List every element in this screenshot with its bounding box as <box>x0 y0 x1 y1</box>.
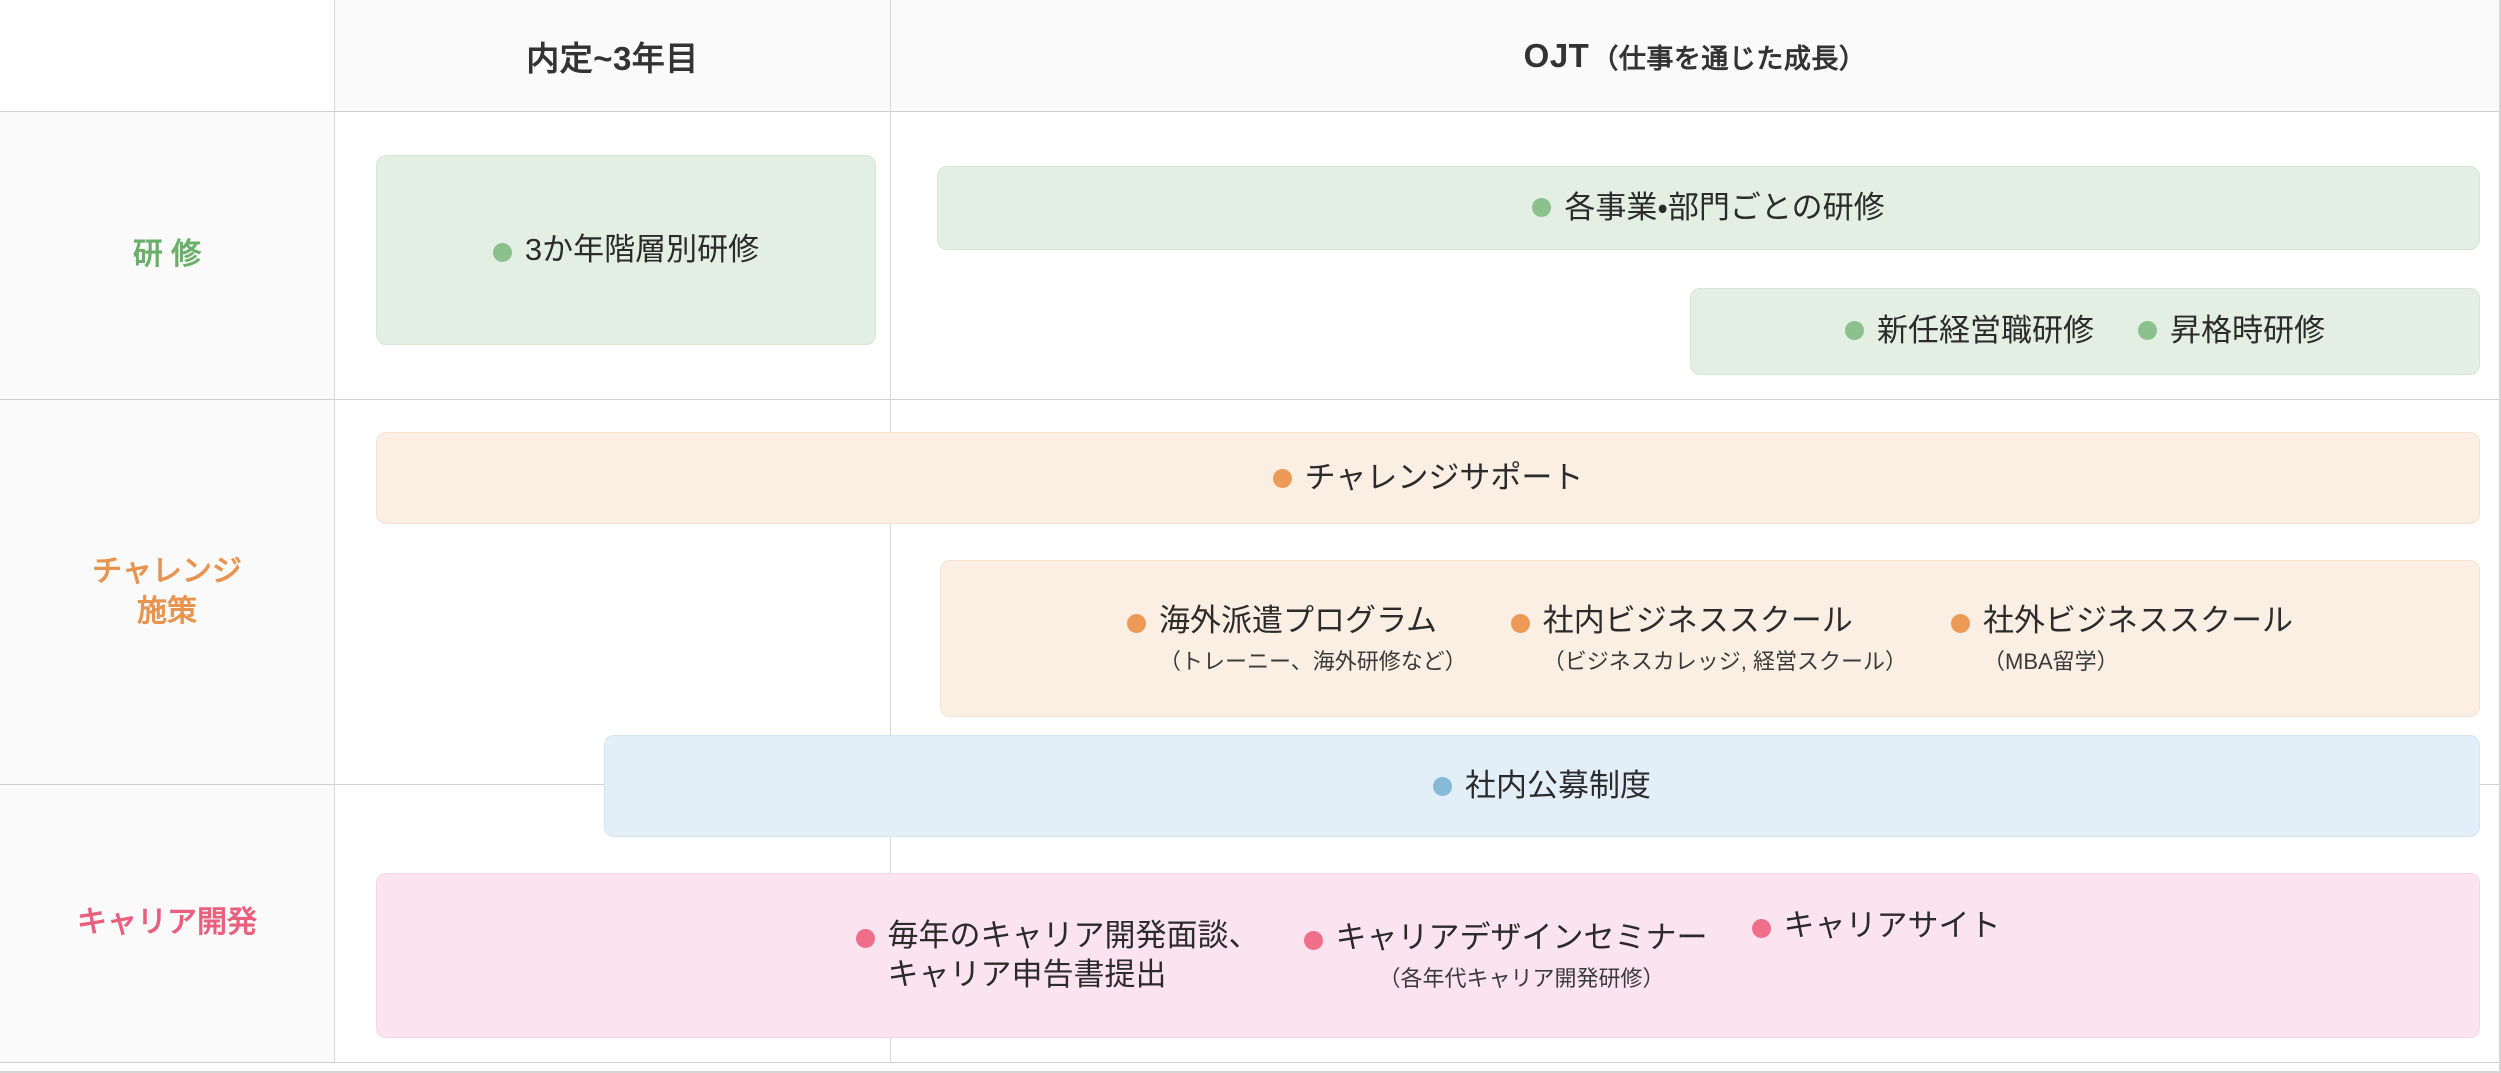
item-title: 社内公募制度 <box>1465 767 1651 803</box>
bullet-dot-icon <box>1532 197 1552 217</box>
header-column-phase: 内定~3年目 <box>335 0 890 112</box>
item-division-training: 各事業・部門ごとの研修 <box>1532 189 1885 228</box>
grid-border-right <box>2499 0 2501 1073</box>
item-internal-job-posting: 社内公募制度 <box>1433 767 1651 806</box>
grid-border-bottom <box>0 1071 2501 1073</box>
box-3year-tiered-training[interactable]: 3か年階層別研修 <box>376 155 876 345</box>
box-division-training[interactable]: 各事業・部門ごとの研修 <box>937 166 2480 250</box>
item-title: 社外ビジネススクール <box>1983 602 2293 638</box>
bullet-dot-icon <box>855 928 875 948</box>
bullet-dot-icon <box>1751 919 1771 938</box>
item-title: 3か年階層別研修 <box>524 231 760 267</box>
box-career-development-group[interactable]: 毎年のキャリア開発面談、 キャリア申告書提出 キャリアデザインセミナー （各年代… <box>376 873 2480 1038</box>
bullet-dot-icon <box>1433 776 1452 796</box>
item-subtitle: （トレーニー、海外研修など） <box>1158 648 1467 674</box>
item-title: 各事業・部門ごとの研修 <box>1564 189 1885 225</box>
item-subtitle: （各年代キャリア開発研修） <box>1378 965 1665 991</box>
item-new-executive-training: 新任経営職研修 <box>1845 312 2094 351</box>
bullet-dot-icon <box>1510 613 1530 633</box>
header-column-phase-label: 内定~3年目 <box>526 40 699 77</box>
row-label-career: キャリア開発 <box>0 785 334 1062</box>
row-label-challenge-text: チャレンジ 施策 <box>92 554 242 629</box>
box-executive-training-group[interactable]: 新任経営職研修 昇格時研修 <box>1690 288 2480 375</box>
header-column-ojt-sublabel: （仕事を通じた成長） <box>1591 43 1867 74</box>
bullet-dot-icon <box>1126 613 1146 633</box>
box-internal-job-posting[interactable]: 社内公募制度 <box>604 735 2480 837</box>
header-column-ojt-label: OJT <box>1523 37 1590 74</box>
item-subtitle: （MBA留学） <box>1983 648 2119 674</box>
item-title: 新任経営職研修 <box>1877 313 2094 349</box>
item-title: キャリアサイト <box>1783 908 2001 943</box>
bullet-dot-icon <box>1272 468 1292 488</box>
bullet-dot-icon <box>1951 613 1970 633</box>
row-label-training: 研 修 <box>0 112 334 399</box>
row-label-challenge: チャレンジ 施策 <box>0 400 334 784</box>
item-3year-tiered-training: 3か年階層別研修 <box>492 231 760 270</box>
grid-line-label-column <box>334 0 335 1063</box>
grid-line-column-divider <box>890 0 891 1063</box>
item-career-interview: 毎年のキャリア開発面談、 キャリア申告書提出 <box>855 917 1260 995</box>
item-promotion-training: 昇格時研修 <box>2138 312 2325 351</box>
box-challenge-programs-group[interactable]: 海外派遣プログラム （トレーニー、海外研修など） 社内ビジネススクール （ビジネ… <box>940 560 2480 717</box>
bullet-dot-icon <box>2138 321 2157 341</box>
item-title: チャレンジサポート <box>1304 459 1584 495</box>
row-label-career-text: キャリア開発 <box>77 906 257 940</box>
bullet-dot-icon <box>1303 930 1323 950</box>
item-overseas-program: 海外派遣プログラム （トレーニー、海外研修など） <box>1126 602 1467 675</box>
grid-line-row3-bottom <box>0 1062 2501 1063</box>
bullet-dot-icon <box>1845 321 1864 341</box>
header-corner-cell <box>0 0 334 112</box>
item-career-site: キャリアサイト <box>1751 907 2001 946</box>
item-title: 海外派遣プログラム <box>1158 602 1438 638</box>
item-subtitle: （ビジネスカレッジ, 経営スクール） <box>1542 648 1907 674</box>
item-challenge-support: チャレンジサポート <box>1272 459 1584 498</box>
row-label-training-text: 研 修 <box>132 238 202 272</box>
item-external-business-school: 社外ビジネススクール （MBA留学） <box>1951 602 2293 675</box>
item-title: キャリアデザインセミナー <box>1335 919 1708 955</box>
item-career-design-seminar: キャリアデザインセミナー （各年代キャリア開発研修） <box>1303 919 1708 992</box>
item-title: 昇格時研修 <box>2170 313 2325 349</box>
grid-line-header-bottom <box>0 111 2501 112</box>
bullet-dot-icon <box>492 242 512 262</box>
item-title: 社内ビジネススクール <box>1542 602 1853 638</box>
grid-line-row1-bottom <box>0 399 2501 400</box>
item-title: 毎年のキャリア開発面談、 キャリア申告書提出 <box>887 917 1260 992</box>
header-column-ojt: OJT （仕事を通じた成長） <box>891 0 2499 112</box>
item-internal-business-school: 社内ビジネススクール （ビジネスカレッジ, 経営スクール） <box>1510 602 1907 675</box>
box-challenge-support[interactable]: チャレンジサポート <box>376 432 2480 524</box>
